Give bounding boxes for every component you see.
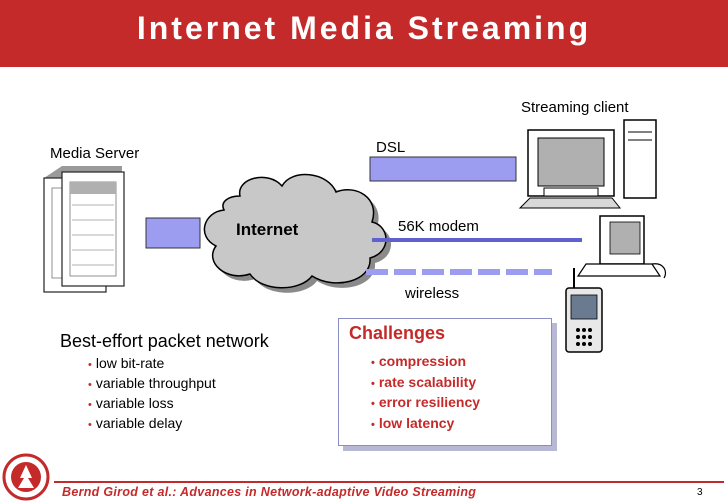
challenge-item: error resiliency: [371, 392, 480, 413]
media-server-label: Media Server: [50, 145, 140, 162]
challenge-item: rate scalability: [371, 372, 480, 393]
stanford-seal-icon: [2, 453, 50, 501]
footer-divider: [54, 481, 724, 483]
internet-label: Internet: [236, 220, 299, 239]
challenge-item: compression: [371, 351, 480, 372]
network-item: variable delay: [88, 413, 216, 433]
page-number: 3: [697, 487, 703, 498]
modem-label: 56K modem: [398, 218, 479, 235]
server-link: [145, 217, 201, 249]
network-list: low bit-rate variable throughput variabl…: [88, 353, 216, 433]
modem-link: [372, 238, 582, 242]
title-bar: [0, 0, 728, 67]
challenges-heading: Challenges: [349, 323, 446, 343]
videophone-icon: [576, 215, 667, 279]
desktop-computer-icon: [518, 119, 657, 209]
slide-title: Internet Media Streaming: [136, 10, 592, 46]
challenge-item: low latency: [371, 413, 480, 434]
network-heading: Best-effort packet network: [60, 331, 269, 351]
challenges-list: compression rate scalability error resil…: [371, 351, 480, 433]
streaming-client-label: Streaming client: [521, 99, 629, 116]
dsl-label: DSL: [376, 139, 406, 156]
network-item: low bit-rate: [88, 353, 216, 373]
challenges-box: Challenges compression rate scalability …: [338, 318, 552, 446]
server-icon: [43, 166, 125, 293]
dsl-link: [369, 156, 517, 182]
cloud-icon: [203, 173, 391, 293]
network-item: variable loss: [88, 393, 216, 413]
network-item: variable throughput: [88, 373, 216, 393]
footer-citation: Bernd Girod et al.: Advances in Network-…: [62, 485, 477, 499]
wireless-label: wireless: [405, 285, 460, 302]
mobile-phone-icon: [565, 268, 603, 353]
